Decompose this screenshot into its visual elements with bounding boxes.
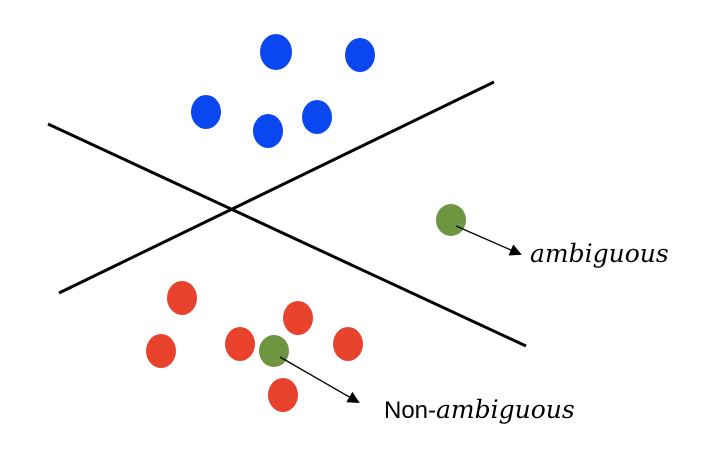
non-ambiguous-italic: ambiguous [436,395,575,424]
ambiguous-arrow [455,225,522,256]
blue-point [302,100,332,134]
blue-point [191,95,221,129]
decision-boundary-line-2 [58,80,495,295]
ambiguous-test-point [436,204,466,236]
ambiguous-label: ambiguous [530,239,669,268]
blue-point [260,34,292,70]
red-point [225,327,255,361]
red-point [333,327,363,361]
non-ambiguous-test-point [259,335,289,367]
red-point [283,301,313,335]
non-ambiguous-arrow [279,356,360,403]
blue-class-points [191,34,375,148]
non-ambiguous-label: Non-ambiguous [384,395,575,424]
red-point [167,281,197,315]
non-ambiguous-prefix: Non- [384,397,436,424]
red-point [268,378,298,412]
red-class-points [146,281,363,412]
blue-point [253,114,283,148]
blue-point [345,38,375,72]
red-point [146,334,176,368]
decision-boundary-line-1 [47,122,527,348]
